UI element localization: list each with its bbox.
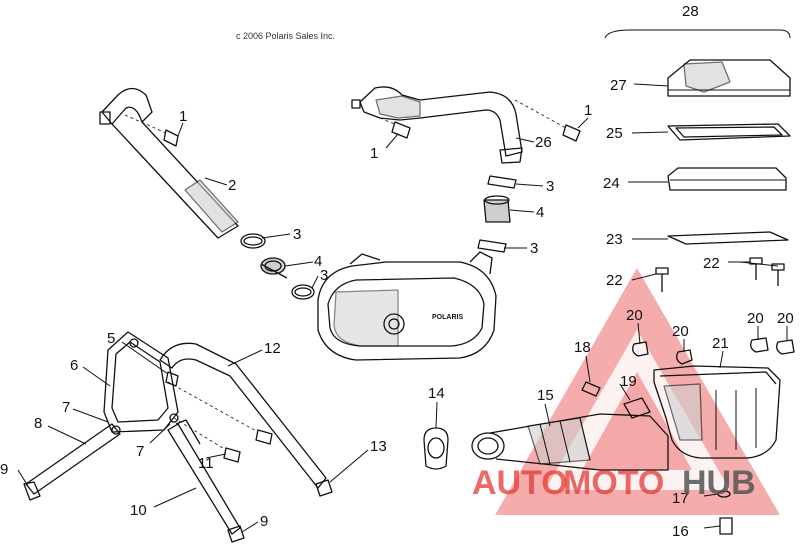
callout-24: 24 xyxy=(603,175,620,192)
part-inlet-tube-15 xyxy=(471,381,669,471)
callout-9: 9 xyxy=(0,461,8,478)
callout-3: 3 xyxy=(546,178,554,195)
callout-27: 27 xyxy=(610,77,627,94)
callout-19: 19 xyxy=(620,373,637,390)
callout-15: 15 xyxy=(537,387,554,404)
part-outlet-duct-26 xyxy=(351,86,523,164)
watermark-triangle-inner xyxy=(545,330,730,490)
callout-7: 7 xyxy=(62,399,70,416)
callout-1: 1 xyxy=(584,102,592,119)
callout-14: 14 xyxy=(428,385,445,402)
part-bracket-frame xyxy=(23,331,333,543)
leader-lines xyxy=(17,29,791,533)
part-gasket-23 xyxy=(667,231,789,245)
callout-20: 20 xyxy=(672,323,689,340)
part-clamps-left xyxy=(240,233,315,300)
callout-10: 10 xyxy=(130,502,147,519)
callout-1: 1 xyxy=(179,108,187,125)
callout-3: 3 xyxy=(530,240,538,257)
callout-28: 28 xyxy=(682,3,699,20)
callout-22: 22 xyxy=(606,272,623,289)
part-clamps-centre xyxy=(477,175,517,253)
callout-6: 6 xyxy=(70,357,78,374)
part-bolt-1-left xyxy=(124,114,179,147)
part-airbox-cover-27 xyxy=(667,59,791,97)
callout-3: 3 xyxy=(320,267,328,284)
callout-7: 7 xyxy=(136,443,144,460)
callout-1: 1 xyxy=(370,145,378,162)
callout-4: 4 xyxy=(536,204,544,221)
part-bolts-22 xyxy=(655,257,785,292)
callout-16: 16 xyxy=(672,523,689,540)
callout-3: 3 xyxy=(293,226,301,243)
callout-18: 18 xyxy=(574,339,591,356)
part-airbox-21 xyxy=(653,365,781,459)
callout-20: 20 xyxy=(747,310,764,327)
callout-12: 12 xyxy=(264,340,281,357)
part-cvt-cover: POLARIS xyxy=(317,251,497,361)
callout-2: 2 xyxy=(228,177,236,194)
callout-5: 5 xyxy=(107,330,115,347)
callout-17: 17 xyxy=(672,490,689,507)
part-clips-20 xyxy=(632,337,795,365)
watermark-word-hub: HUB xyxy=(682,464,756,502)
watermark-wordmark: AUTO MOTO HUB xyxy=(472,464,756,502)
watermark-triangle-core xyxy=(582,372,692,470)
callout-8: 8 xyxy=(34,415,42,432)
callout-4: 4 xyxy=(314,253,322,270)
cover-brand-label: POLARIS xyxy=(432,314,463,321)
callout-13: 13 xyxy=(370,438,387,455)
callout-21: 21 xyxy=(712,335,729,352)
part-intake-duct-left xyxy=(99,87,239,239)
callout-23: 23 xyxy=(606,231,623,248)
part-gasket-25 xyxy=(667,123,791,141)
watermark-word-auto: AUTO xyxy=(472,464,568,502)
callout-20: 20 xyxy=(777,310,794,327)
watermark-word-moto: MOTO xyxy=(563,464,664,502)
callout-22: 22 xyxy=(703,255,720,272)
callout-9: 9 xyxy=(260,513,268,530)
callout-26: 26 xyxy=(535,134,552,151)
callout-20: 20 xyxy=(626,307,643,324)
part-bolts-1-top xyxy=(379,99,581,142)
copyright-notice: c 2006 Polaris Sales Inc. xyxy=(236,31,336,41)
part-filter-24 xyxy=(667,167,787,191)
callout-25: 25 xyxy=(606,125,623,142)
callout-labels: 1 2 3 4 3 1 1 26 3 4 3 28 27 25 24 23 22… xyxy=(0,3,794,540)
callout-11: 11 xyxy=(198,455,214,472)
part-clamp-14 xyxy=(423,427,449,470)
